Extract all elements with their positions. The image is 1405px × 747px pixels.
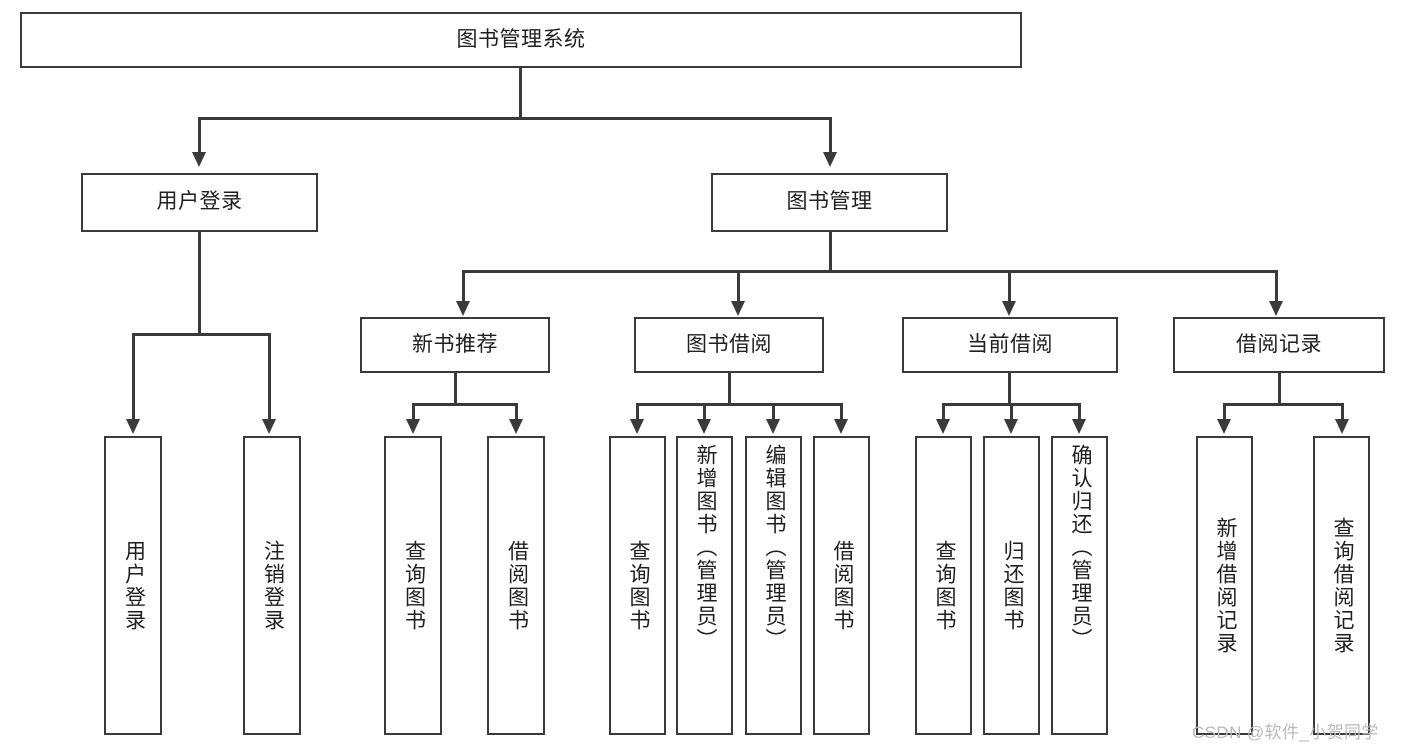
connector-br-leaf-1 <box>1223 403 1226 420</box>
connector-root-to-book-management <box>829 117 832 153</box>
arrow-cb-leaf-2 <box>1004 419 1018 434</box>
leaf-return-book-label: 归还图书 <box>1000 539 1024 632</box>
leaf-query-book-1[interactable]: 查询图书 <box>384 436 442 735</box>
arrow-bm-to-borrow-record <box>1269 301 1283 316</box>
connector-bm-to-borrow-record <box>1275 270 1278 302</box>
connector-bm-to-new-book <box>462 270 465 302</box>
leaf-query-book-3[interactable]: 查询图书 <box>915 436 972 735</box>
connector-bb-leaf-3 <box>772 403 775 420</box>
connector-bb-bus <box>636 403 843 406</box>
connector-cb-stem <box>1008 373 1011 405</box>
node-borrow-record-label: 借阅记录 <box>1236 332 1322 356</box>
arrow-root-to-book-management <box>823 152 837 167</box>
node-book-borrow-label: 图书借阅 <box>686 332 772 356</box>
leaf-borrow-book-1[interactable]: 借阅图书 <box>487 436 545 735</box>
arrow-bm-to-current-borrow <box>1002 301 1016 316</box>
connector-br-stem <box>1278 373 1281 405</box>
leaf-confirm-return[interactable]: 确认归还（管理员） <box>1051 436 1108 735</box>
arrow-root-to-user-login <box>192 152 206 167</box>
connector-bb-leaf-1 <box>636 403 639 420</box>
arrow-cb-leaf-3 <box>1072 419 1086 434</box>
arrow-br-leaf-2 <box>1335 419 1349 434</box>
leaf-borrow-book-2-label: 借阅图书 <box>830 539 854 632</box>
connector-user-login-bus <box>132 333 270 336</box>
node-new-book-recommend[interactable]: 新书推荐 <box>360 317 550 373</box>
connector-br-bus <box>1223 403 1343 406</box>
node-book-management[interactable]: 图书管理 <box>711 173 948 232</box>
node-borrow-record[interactable]: 借阅记录 <box>1173 317 1385 373</box>
leaf-query-book-3-label: 查询图书 <box>932 539 956 632</box>
leaf-user-login[interactable]: 用户登录 <box>104 436 162 735</box>
connector-cb-leaf-1 <box>942 403 945 420</box>
connector-bb-stem <box>728 373 731 405</box>
connector-nbr-leaf-1 <box>412 403 415 420</box>
connector-br-leaf-2 <box>1341 403 1344 420</box>
arrow-br-leaf-1 <box>1217 419 1231 434</box>
node-new-book-recommend-label: 新书推荐 <box>412 332 498 356</box>
leaf-add-book[interactable]: 新增图书（管理员） <box>676 436 733 735</box>
connector-book-management-bus <box>462 270 1277 273</box>
node-user-login[interactable]: 用户登录 <box>81 173 318 232</box>
leaf-user-logout[interactable]: 注销登录 <box>243 436 301 735</box>
leaf-return-book[interactable]: 归还图书 <box>983 436 1040 735</box>
leaf-add-book-label: 新增图书（管理员） <box>693 444 717 651</box>
connector-root-stem <box>519 68 522 119</box>
arrow-nbr-leaf-2 <box>509 419 523 434</box>
leaf-edit-book-label: 编辑图书（管理员） <box>762 444 786 651</box>
arrow-bb-leaf-2 <box>697 419 711 434</box>
arrow-user-login-leaf-1 <box>126 419 140 434</box>
arrow-user-login-leaf-2 <box>262 419 276 434</box>
node-current-borrow[interactable]: 当前借阅 <box>902 317 1118 373</box>
leaf-query-book-2-label: 查询图书 <box>626 539 650 632</box>
arrow-nbr-leaf-1 <box>406 419 420 434</box>
leaf-user-logout-label: 注销登录 <box>261 539 285 632</box>
leaf-add-record-label: 新增借阅记录 <box>1213 516 1237 655</box>
connector-nbr-stem <box>454 373 457 405</box>
connector-user-login-stem <box>198 232 201 335</box>
connector-nbr-leaf-2 <box>515 403 518 420</box>
leaf-borrow-book-1-label: 借阅图书 <box>505 539 529 632</box>
connector-user-login-leaf-2 <box>268 333 271 420</box>
connector-nbr-bus <box>412 403 517 406</box>
node-root-label: 图书管理系统 <box>456 27 586 51</box>
arrow-bm-to-new-book <box>456 301 470 316</box>
connector-cb-leaf-3 <box>1078 403 1081 420</box>
connector-bm-to-book-borrow <box>737 270 740 302</box>
arrow-bb-leaf-3 <box>766 419 780 434</box>
leaf-edit-book[interactable]: 编辑图书（管理员） <box>745 436 802 735</box>
connector-cb-leaf-2 <box>1010 403 1013 420</box>
connector-bb-leaf-4 <box>840 403 843 420</box>
leaf-confirm-return-label: 确认归还（管理员） <box>1068 444 1092 651</box>
node-current-borrow-label: 当前借阅 <box>967 332 1053 356</box>
arrow-cb-leaf-1 <box>936 419 950 434</box>
leaf-query-book-1-label: 查询图书 <box>402 539 426 632</box>
leaf-add-record[interactable]: 新增借阅记录 <box>1196 436 1253 735</box>
connector-bb-leaf-2 <box>703 403 706 420</box>
leaf-user-login-label: 用户登录 <box>122 539 146 632</box>
leaf-query-record-label: 查询借阅记录 <box>1330 516 1354 655</box>
connector-user-login-leaf-1 <box>132 333 135 420</box>
arrow-bb-leaf-1 <box>630 419 644 434</box>
leaf-query-record[interactable]: 查询借阅记录 <box>1313 436 1370 735</box>
node-book-borrow[interactable]: 图书借阅 <box>634 317 824 373</box>
node-root[interactable]: 图书管理系统 <box>20 12 1022 68</box>
node-book-management-label: 图书管理 <box>786 190 873 214</box>
connector-book-management-stem <box>829 232 832 272</box>
arrow-bm-to-book-borrow <box>731 301 745 316</box>
connector-root-to-user-login <box>198 117 201 153</box>
arrow-bb-leaf-4 <box>834 419 848 434</box>
node-user-login-label: 用户登录 <box>156 190 243 214</box>
connector-root-bus <box>198 117 831 120</box>
leaf-borrow-book-2[interactable]: 借阅图书 <box>813 436 870 735</box>
leaf-query-book-2[interactable]: 查询图书 <box>609 436 666 735</box>
connector-bm-to-current-borrow <box>1008 270 1011 302</box>
